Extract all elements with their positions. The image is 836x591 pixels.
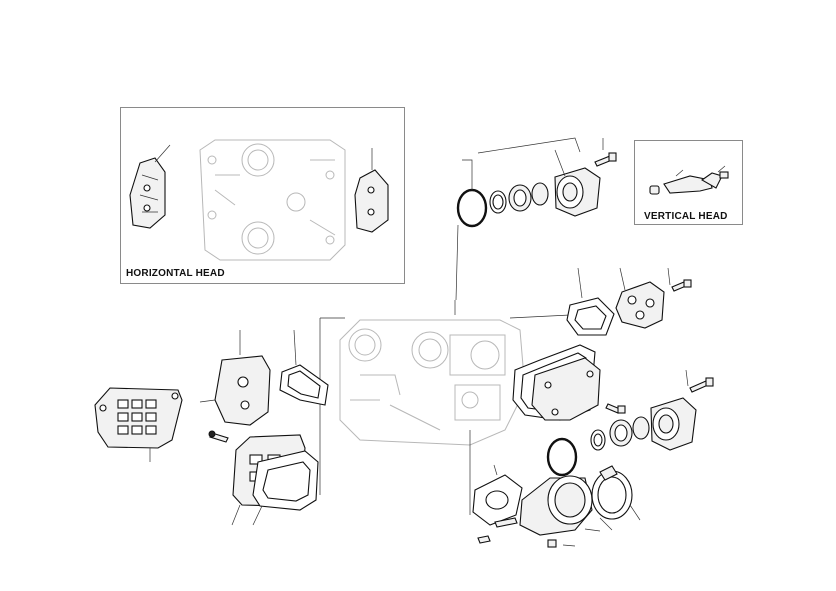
reed-valve-cage [94,387,183,462]
main-ghost-cylinder-head [339,319,526,446]
right-upper-gasket [566,267,615,336]
lower-studs [477,517,557,548]
vertical-head-parts [649,165,729,195]
top-row-flange-housing [554,149,601,217]
lower-manifold-gasket [472,464,523,526]
vertical-head-inset [634,140,743,225]
horizontal-head-right-cover [354,148,389,233]
top-row-circlip [455,159,488,301]
lower-gasket [252,450,319,526]
middle-washer [590,429,606,451]
horizontal-head-left-cover [129,144,171,229]
horizontal-head-ghost-cylinder-head [199,139,346,261]
middle-circlip [546,437,578,477]
middle-bolt [685,369,714,393]
intake-bolt [605,403,626,414]
top-row-bearing [508,184,532,212]
left-bolt [208,430,229,443]
middle-flange-housing [650,397,697,451]
top-row-bolt [594,138,617,167]
hose-clamp [591,465,633,520]
intake-cover-plate [531,357,601,421]
top-row-washer [489,190,507,214]
middle-bearing [609,419,633,447]
horizontal-head-inset [120,107,405,284]
vertical-head-label: VERTICAL HEAD [644,211,728,222]
horizontal-head-label: HORIZONTAL HEAD [126,268,225,279]
middle-seal [632,416,650,440]
left-gasket [279,329,329,406]
intake-manifold [519,475,593,536]
top-row-seal [531,182,549,206]
left-bracket-plate [199,330,271,426]
right-upper-bolt [667,267,692,292]
right-upper-cover [615,267,665,329]
